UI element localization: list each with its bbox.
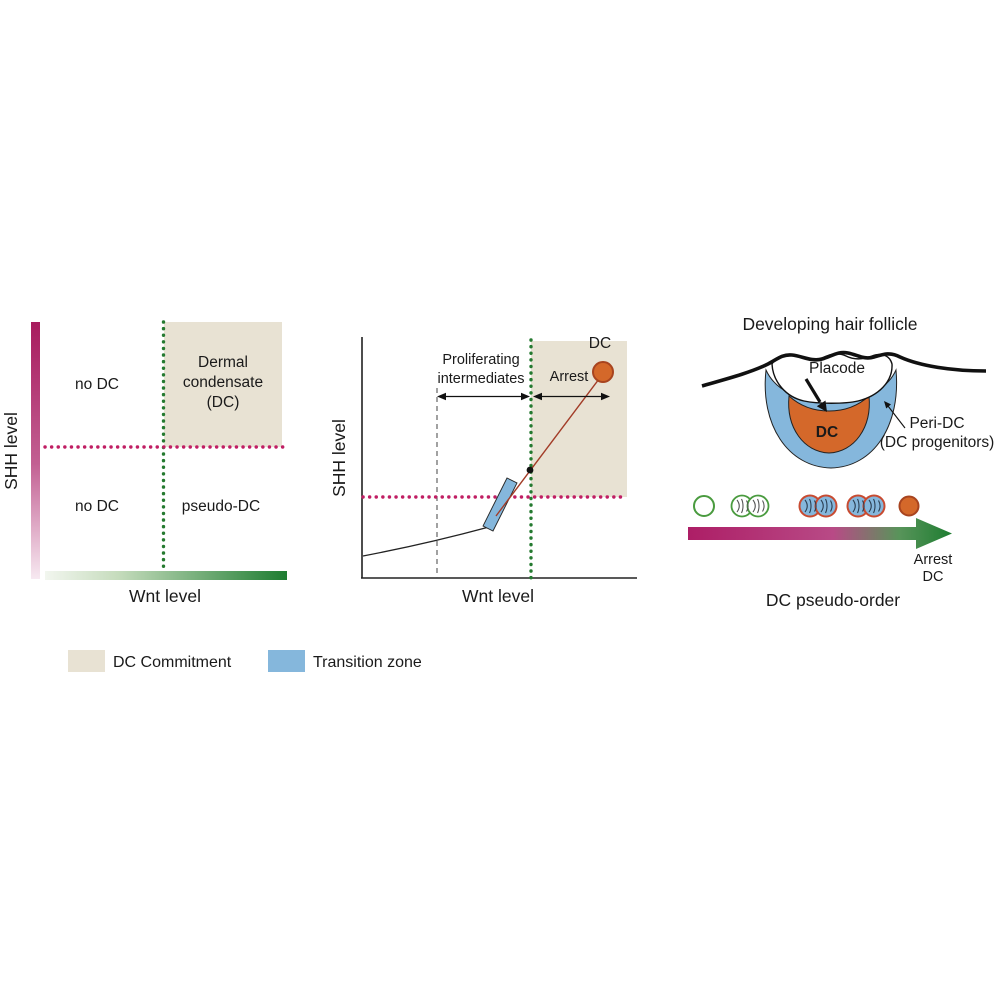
shh-axis-gradient-bar — [31, 322, 40, 579]
dermal-condensate-label-line3: (DC) — [207, 394, 240, 411]
proliferating-label-line1: Proliferating — [442, 352, 519, 368]
arrowhead-right-icon — [601, 392, 610, 401]
wnt-axis-label: Wnt level — [129, 586, 201, 606]
dermal-condensate-label-line1: Dermal — [198, 354, 248, 371]
dc-commitment-legend-label: DC Commitment — [113, 654, 232, 671]
arrest-label-line2: DC — [923, 569, 944, 585]
shh-axis-label: SHH level — [1, 412, 21, 490]
skin-surface-line — [701, 350, 987, 388]
phase-diagram-panel: no DC Dermal condensate (DC) no DC pseud… — [1, 320, 287, 606]
dividing-cell-pair-green — [730, 494, 770, 518]
wnt-axis-label-2: Wnt level — [462, 586, 534, 606]
dc-cell-marker — [592, 361, 614, 383]
arrowhead-icon — [884, 401, 891, 409]
arrest-label: Arrest — [550, 369, 589, 385]
dermal-condensate-label-line2: condensate — [183, 374, 263, 391]
dividing-cell-pair-blue-1 — [798, 494, 838, 518]
baseline-trajectory-curve — [362, 526, 490, 557]
peri-dc-label-line2: (DC progenitors) — [880, 434, 995, 451]
trajectory-plot-panel: Proliferating intermediates Arrest DC SH… — [329, 335, 637, 606]
arrested-dc-cell — [898, 495, 920, 517]
dc-marker-label: DC — [589, 335, 611, 352]
dividing-cell-pair-blue-2 — [846, 494, 886, 518]
shh-axis-label-2: SHH level — [329, 419, 349, 497]
dc-commitment-swatch — [68, 650, 105, 672]
transition-zone-swatch — [268, 650, 305, 672]
arrowhead-icon — [816, 400, 827, 412]
arrowhead-left-icon — [437, 392, 446, 401]
arrowhead-left-icon — [533, 392, 542, 401]
placode-to-dc-arrow — [804, 378, 822, 403]
pseudo-order-caption: DC pseudo-order — [766, 590, 900, 610]
pseudo-dc-label: pseudo-DC — [182, 498, 260, 515]
legend: DC Commitment Transition zone — [68, 650, 422, 672]
pseudo-order-cells — [693, 494, 920, 518]
wnt-axis-gradient-bar — [45, 571, 287, 580]
early-progenitor-cell — [693, 495, 715, 517]
dc-trajectory-line — [495, 374, 603, 517]
arrowhead-right-icon — [521, 392, 530, 401]
dc-commitment-region-2 — [531, 341, 627, 497]
hair-follicle-panel: Developing hair follicle Placode DC Peri… — [688, 314, 994, 610]
dc-region — [788, 394, 870, 454]
placode-label: Placode — [809, 360, 865, 377]
peri-dc-label-line1: Peri-DC — [909, 415, 964, 432]
follicle-panel-title: Developing hair follicle — [742, 314, 917, 334]
dc-commitment-region — [164, 322, 282, 447]
transition-zone-legend-label: Transition zone — [313, 654, 422, 671]
proliferating-label-line2: intermediates — [437, 371, 524, 387]
no-dc-top-label: no DC — [75, 376, 119, 393]
dc-region-label: DC — [816, 424, 838, 441]
arrest-label-line1: Arrest — [914, 552, 953, 568]
pseudo-time-gradient-arrow — [688, 518, 952, 549]
peri-dc-pointer-line — [887, 405, 906, 429]
no-dc-bottom-label: no DC — [75, 498, 119, 515]
transition-zone-band — [482, 477, 518, 532]
branch-point-dot — [526, 466, 534, 474]
